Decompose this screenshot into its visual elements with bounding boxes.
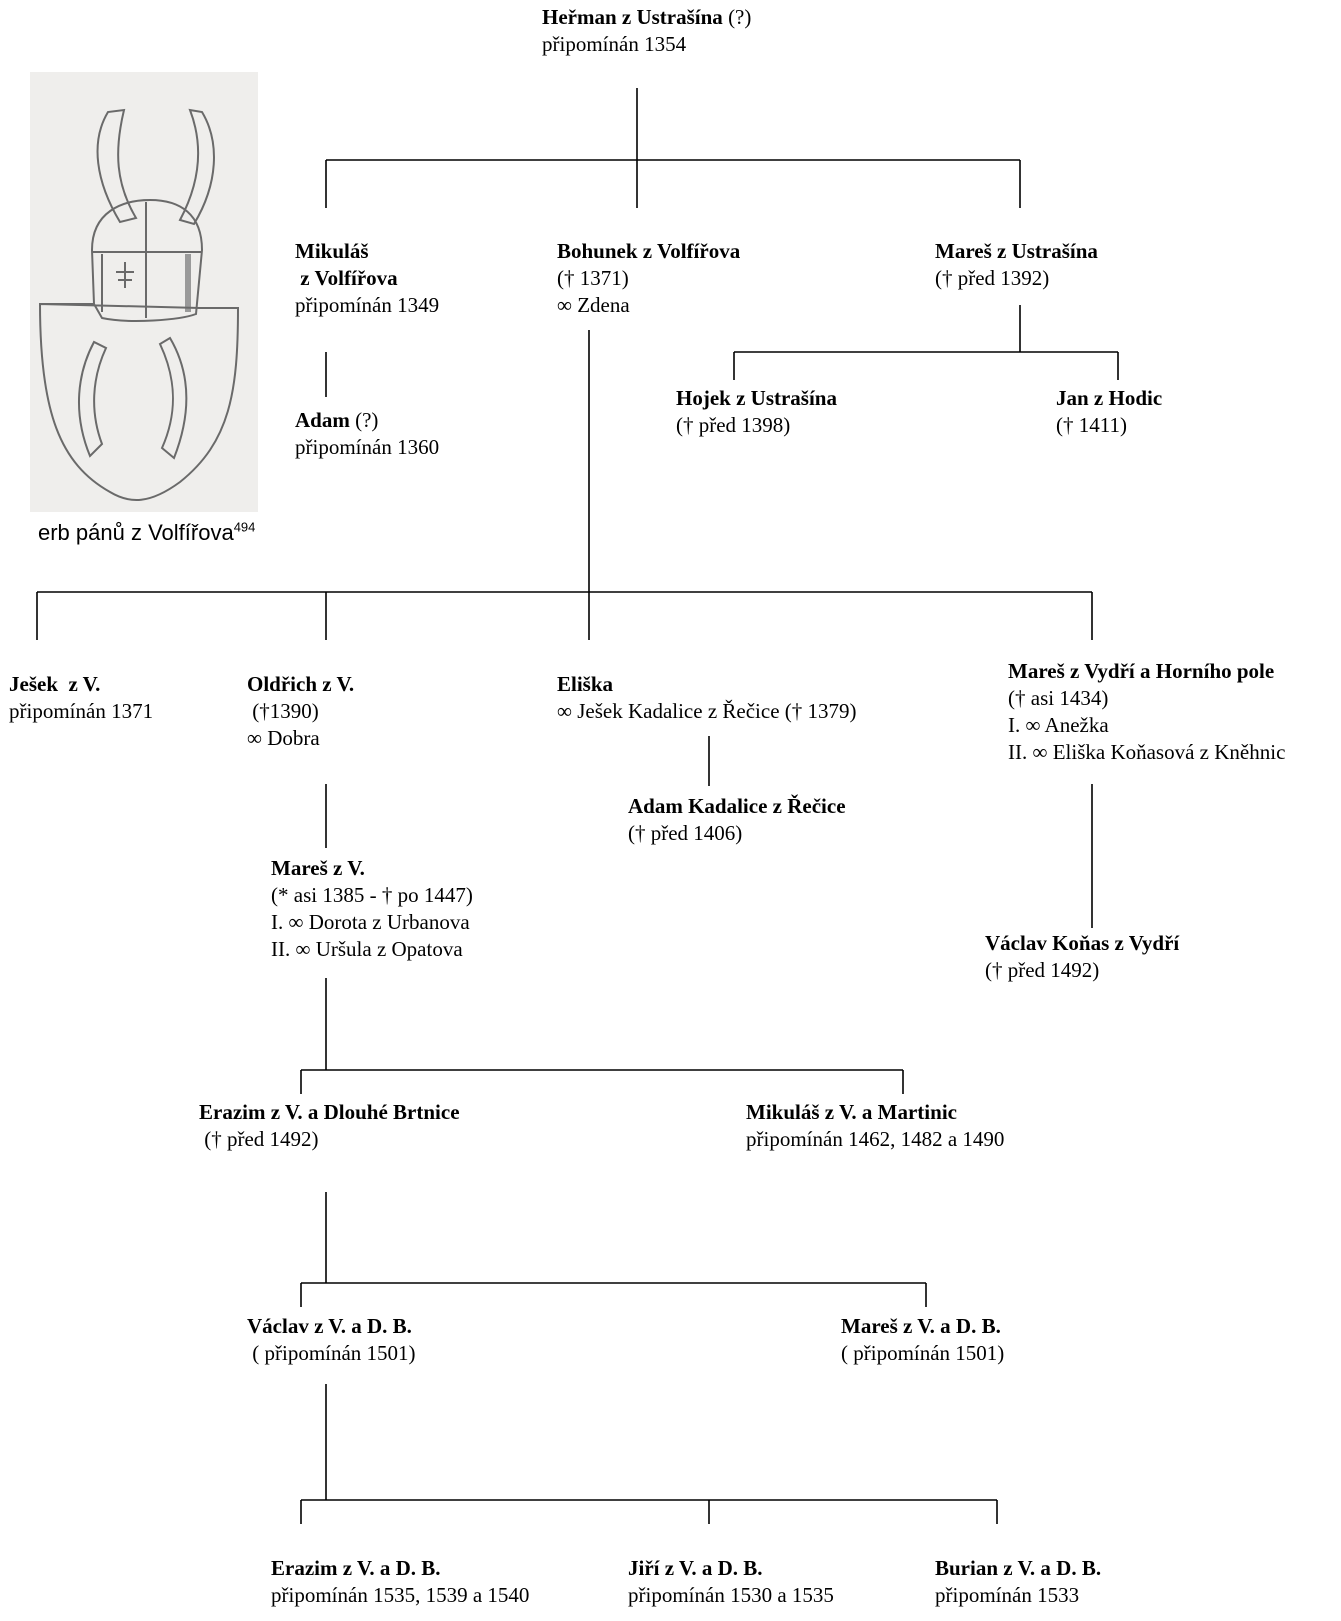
person-jiri-db: Jiří z V. a D. B. připomínán 1530 a 1535 <box>628 1555 834 1609</box>
person-spouse: I. ∞ Dorota z Urbanova <box>271 910 470 934</box>
person-name: Jan z Hodic <box>1056 386 1163 410</box>
person-spouse: ∞ Zdena <box>557 293 630 317</box>
person-detail: († před 1492) <box>199 1127 319 1151</box>
person-name: Erazim z V. a D. B. <box>271 1556 441 1580</box>
person-adam-kadalice: Adam Kadalice z Řečice († před 1406) <box>628 793 846 847</box>
person-detail: ( připomínán 1501) <box>841 1341 1005 1365</box>
person-mares-vydri: Mareš z Vydří a Horního pole († asi 1434… <box>1008 658 1285 766</box>
person-detail: připomínán 1371 <box>9 699 154 723</box>
person-name: Mareš z V. <box>271 856 365 880</box>
footnote-marker: 494 <box>233 519 256 535</box>
person-vaclav-konas: Václav Koňas z Vydří († před 1492) <box>985 930 1179 984</box>
person-mares-db: Mareš z V. a D. B. ( připomínán 1501) <box>841 1313 1004 1367</box>
person-spouse: I. ∞ Anežka <box>1008 713 1109 737</box>
person-detail: († 1411) <box>1056 413 1127 437</box>
person-detail: († před 1398) <box>676 413 791 437</box>
person-adam: Adam (?) připomínán 1360 <box>295 407 439 461</box>
person-detail: († před 1492) <box>985 958 1100 982</box>
person-name-line2: z Volfířova <box>295 266 398 290</box>
person-mikulas: Mikuláš z Volfířova připomínán 1349 <box>295 238 439 319</box>
person-mikulas-martinic: Mikuláš z V. a Martinic připomínán 1462,… <box>746 1099 1004 1153</box>
person-name: Jiří z V. a D. B. <box>628 1556 763 1580</box>
person-name: Oldřich z V. <box>247 672 355 696</box>
person-name: Burian z V. a D. B. <box>935 1556 1102 1580</box>
person-name: Mikuláš z V. a Martinic <box>746 1100 957 1124</box>
person-burian-db: Burian z V. a D. B. připomínán 1533 <box>935 1555 1101 1609</box>
person-vaclav-db: Václav z V. a D. B. ( připomínán 1501) <box>247 1313 416 1367</box>
person-name: Václav Koňas z Vydří <box>985 931 1180 955</box>
person-erazim-dlouha-brtnice: Erazim z V. a Dlouhé Brtnice († před 149… <box>199 1099 460 1153</box>
coat-of-arms-caption: erb pánů z Volfířova494 <box>38 519 256 545</box>
person-eliska: Eliška ∞ Ješek Kadalice z Řečice († 1379… <box>557 671 857 725</box>
person-detail: připomínán 1533 <box>935 1583 1080 1607</box>
person-name: Eliška <box>557 672 614 696</box>
person-name: Mareš z Vydří a Horního pole <box>1008 659 1275 683</box>
person-spouse: II. ∞ Eliška Koňasová z Kněhnic <box>1008 740 1286 764</box>
person-spouse: ∞ Dobra <box>247 726 320 750</box>
person-mares-v: Mareš z V. (* asi 1385 - † po 1447) I. ∞… <box>271 855 473 963</box>
person-name: Mikuláš <box>295 239 369 263</box>
person-detail: († před 1392) <box>935 266 1050 290</box>
person-name: Mareš z V. a D. B. <box>841 1314 1001 1338</box>
person-detail: připomínán 1360 <box>295 435 440 459</box>
person-bohunek: Bohunek z Volfířova († 1371) ∞ Zdena <box>557 238 740 319</box>
person-name: Ješek z V. <box>9 672 101 696</box>
person-name: Heřman z Ustrašína <box>542 5 723 29</box>
person-name: Mareš z Ustrašína <box>935 239 1098 263</box>
person-name-suffix: (?) <box>349 408 379 432</box>
person-erazim-db: Erazim z V. a D. B. připomínán 1535, 153… <box>271 1555 529 1609</box>
person-name: Adam Kadalice z Řečice <box>628 794 846 818</box>
person-detail: připomínán 1462, 1482 a 1490 <box>746 1127 1005 1151</box>
person-name: Erazim z V. a Dlouhé Brtnice <box>199 1100 460 1124</box>
person-jan: Jan z Hodic († 1411) <box>1056 385 1162 439</box>
person-detail: (* asi 1385 - † po 1447) <box>271 883 473 907</box>
person-mares-ustrasin: Mareš z Ustrašína († před 1392) <box>935 238 1098 292</box>
person-detail: připomínán 1354 <box>542 32 687 56</box>
person-name: Bohunek z Volfířova <box>557 239 741 263</box>
person-detail: připomínán 1349 <box>295 293 440 317</box>
person-detail: (†1390) <box>247 699 319 723</box>
person-spouse: ∞ Ješek Kadalice z Řečice († 1379) <box>557 699 857 723</box>
person-jesek: Ješek z V. připomínán 1371 <box>9 671 153 725</box>
person-spouse: II. ∞ Uršula z Opatova <box>271 937 463 961</box>
person-detail: ( připomínán 1501) <box>247 1341 416 1365</box>
person-name-suffix: (?) <box>722 5 752 29</box>
person-hojek: Hojek z Ustrašína († před 1398) <box>676 385 837 439</box>
coat-of-arms-helmet-horns-icon <box>30 72 258 512</box>
person-name: Adam <box>295 408 350 432</box>
person-detail: († před 1406) <box>628 821 743 845</box>
person-detail: († 1371) <box>557 266 629 290</box>
person-oldrich: Oldřich z V. (†1390) ∞ Dobra <box>247 671 354 752</box>
person-detail: († asi 1434) <box>1008 686 1109 710</box>
person-name: Hojek z Ustrašína <box>676 386 837 410</box>
person-detail: připomínán 1535, 1539 a 1540 <box>271 1583 530 1607</box>
person-herman: Heřman z Ustrašína (?) připomínán 1354 <box>542 4 751 58</box>
person-name: Václav z V. a D. B. <box>247 1314 412 1338</box>
person-detail: připomínán 1530 a 1535 <box>628 1583 834 1607</box>
